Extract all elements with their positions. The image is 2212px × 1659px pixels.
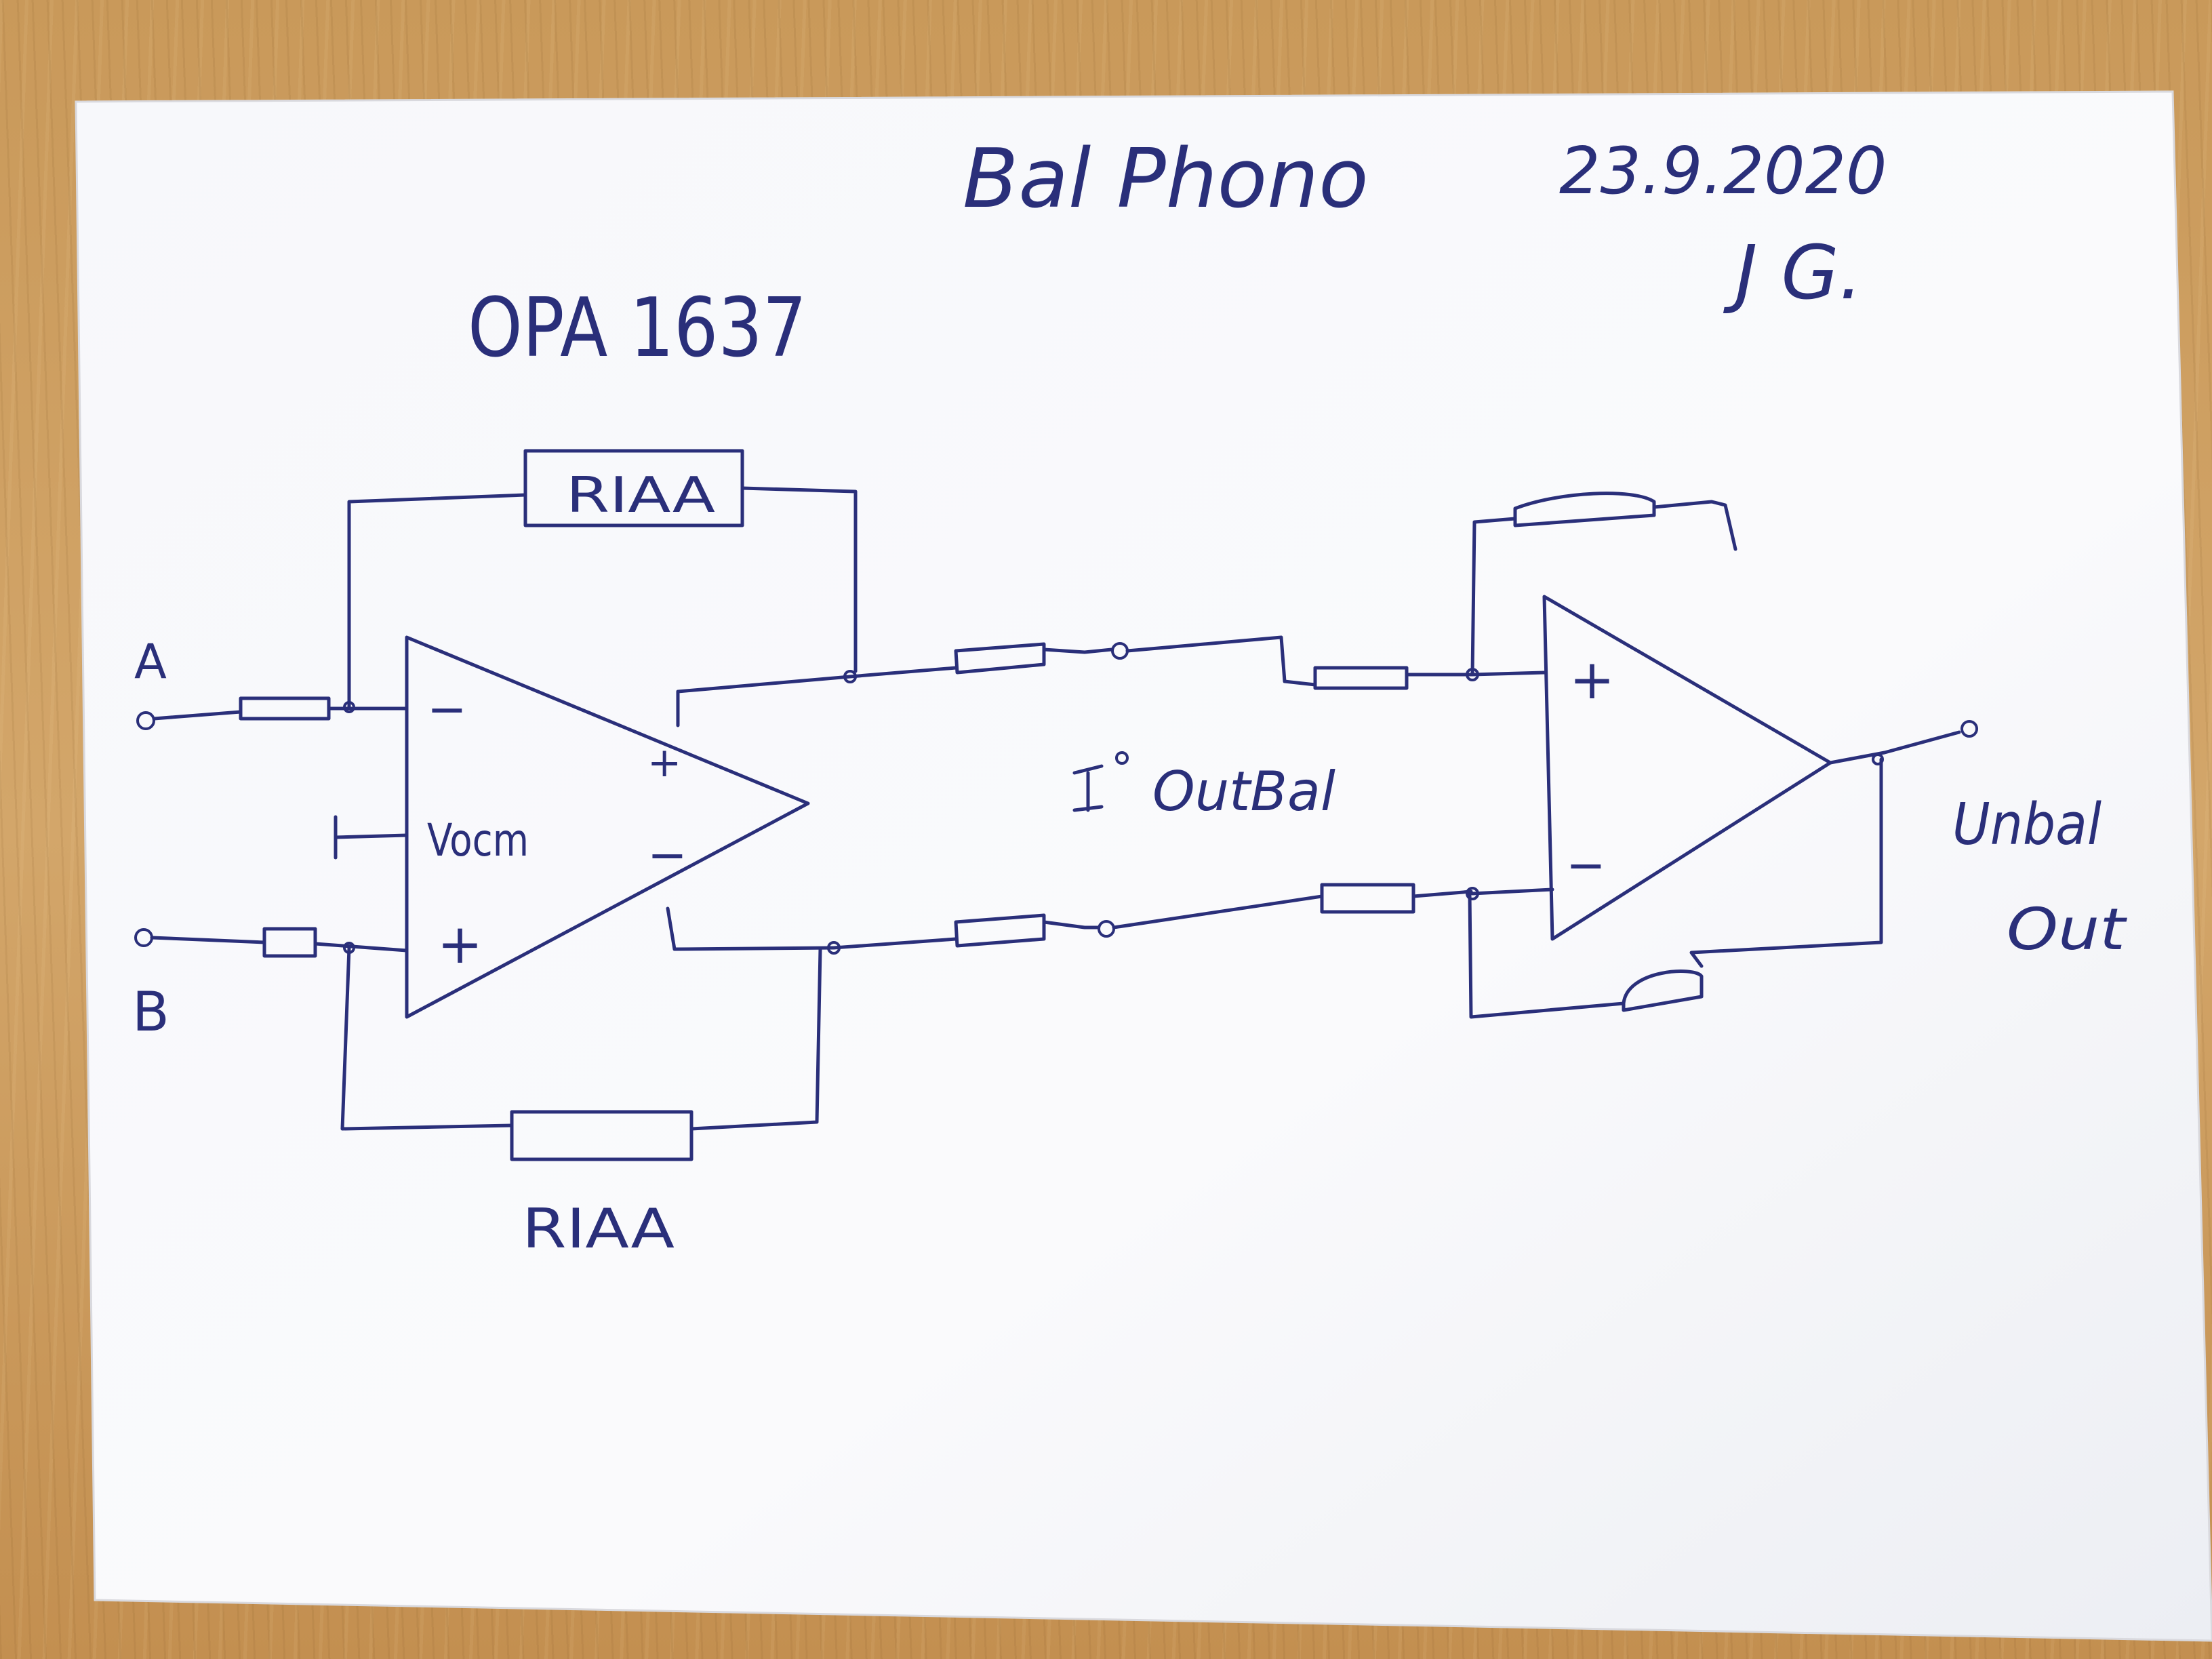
initials-text: J G. [1723,229,1863,316]
balanced-lines: OutBal [832,635,1479,950]
amp1-minus-out: − [647,827,687,883]
amp1-minus-in: − [427,681,467,737]
riaa-bottom-label: RIAA [522,1197,675,1260]
input-a: A [134,634,409,730]
riaa-bottom-box [510,1110,693,1161]
series-resistor-top-1 [954,642,1046,675]
date-text: 23.9.2020 [1559,134,1887,209]
amp2-opamp: + − [1468,492,1978,1019]
riaa-top-label: RIAA [566,466,715,523]
out-bal-label: OutBal [1152,760,1335,823]
chip-label: OPA 1637 [468,281,807,376]
vocm-label: Vocm [427,814,529,866]
input-b: B [132,927,409,1043]
feedback-bottom: RIAA [340,941,841,1260]
series-resistor-bottom-1 [954,913,1046,948]
amp2-plus: + [1569,648,1615,711]
feedback-resistor-amp2 [1622,970,1704,1012]
amp2-minus: − [1566,837,1606,893]
title-text: Bal Phono [963,132,1369,226]
input-a-label: A [134,634,167,689]
feedback-top: RIAA [347,449,858,709]
reference-resistor [1513,492,1656,527]
series-resistor-top-2 [1313,666,1409,690]
input-b-label: B [132,980,169,1043]
unbal-out-line1: Unbal [1952,791,2102,858]
amp1-opamp: − + + − Vocm [334,635,852,1019]
amp1-plus-out: + [647,739,681,786]
unbal-out-line2: Out [2007,896,2127,963]
amp1-plus-in: + [437,913,483,976]
paper-sheet [75,90,2212,1642]
series-resistor-bottom-2 [1320,883,1415,914]
